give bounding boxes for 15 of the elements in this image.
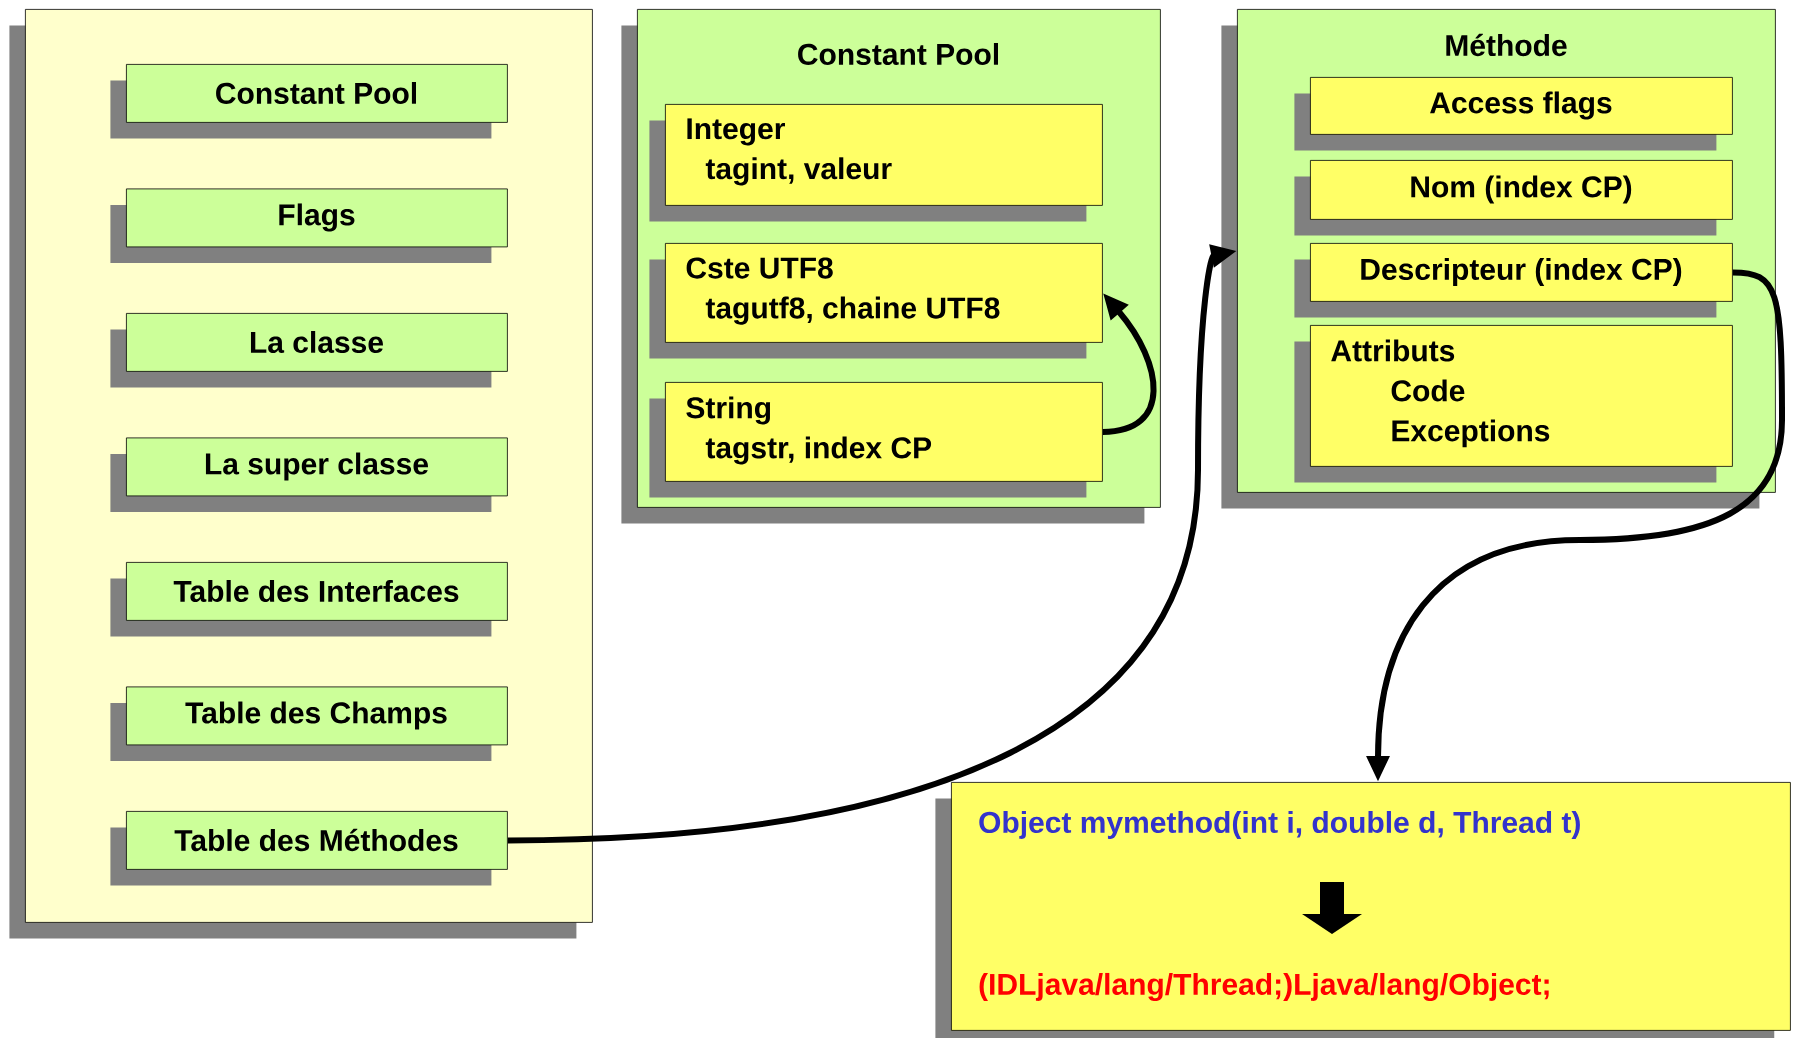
field-box: Attributs Code Exceptions xyxy=(1294,325,1733,483)
field-box: Table des Champs xyxy=(110,686,508,761)
field-box: Flags xyxy=(110,188,508,263)
entry-box: Cste UTF8 tagutf8, chaine UTF8 xyxy=(649,243,1103,359)
field-box: Nom (index CP) xyxy=(1294,160,1733,236)
field-box: La classe xyxy=(110,313,508,388)
field-box: Access flags xyxy=(1294,77,1733,151)
field-box: La super classe xyxy=(110,437,508,512)
entry-box: Integer tagint, valeur xyxy=(649,104,1103,222)
field-box: Table des Interfaces xyxy=(110,562,508,637)
field-box: Table des Méthodes xyxy=(110,811,508,886)
field-box: Descripteur (index CP) xyxy=(1294,243,1733,318)
entry-box: String tagstr, index CP xyxy=(649,382,1103,498)
field-box: Constant Pool xyxy=(110,64,508,139)
signature-box: Object mymethod(int i, double d, Thread t) (IDLjava/lang/Thread;)Ljava/lang/Object; xyxy=(935,782,1791,1038)
